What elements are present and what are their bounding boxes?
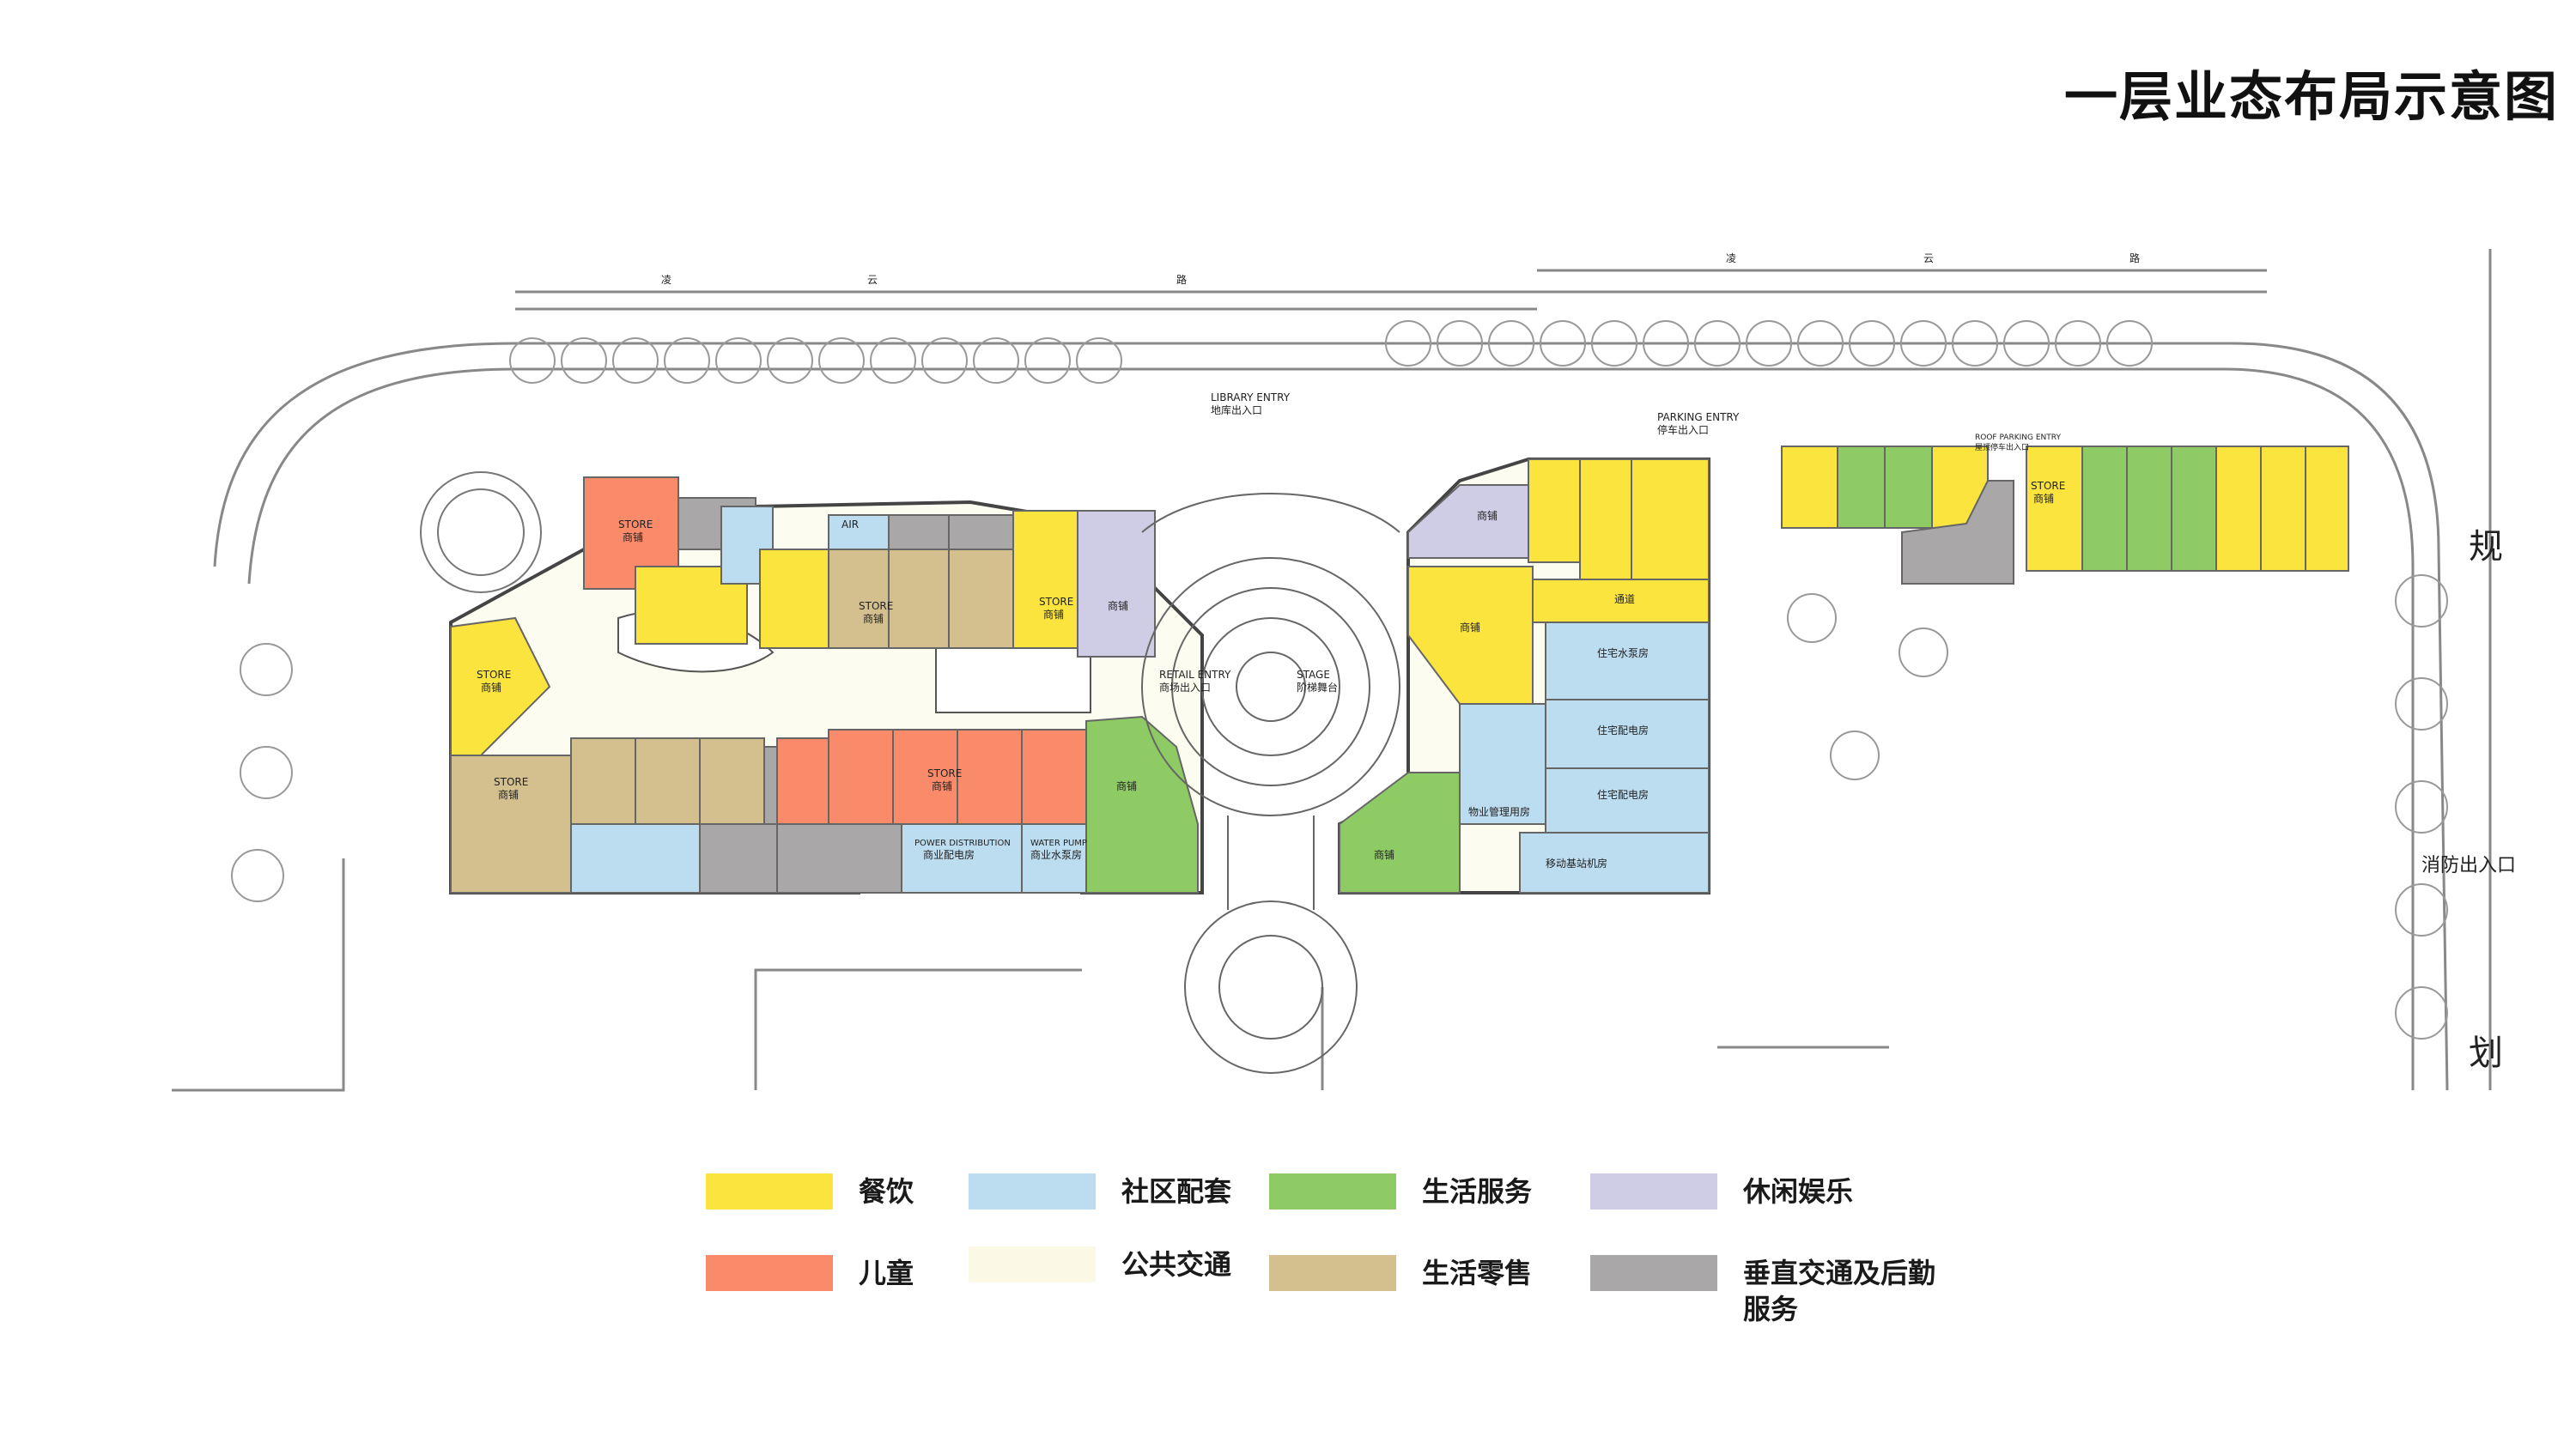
store-label-4: STORE [1039,596,1073,608]
mobile-label: 移动基站机房 [1546,857,1607,870]
legend-label-life-service: 生活服务 [1422,1175,1533,1208]
legend-label-children: 儿童 [859,1257,914,1289]
legend-swatch-vertical-logistics [1590,1255,1717,1291]
retail-entry-cn: 商场出入口 [1159,681,1211,694]
shop-label-3: 商铺 [498,788,519,801]
side-char-2: 划 [2469,1034,2503,1073]
page-title: 一层业态布局示意图 [2063,65,2559,128]
road-char-6: 路 [2129,252,2140,264]
legend-item-vertical-logistics: 垂直交通及后勤服务 [1590,1255,1951,1327]
shop-label-9: 商铺 [1477,509,1498,522]
shop-label-east: 商铺 [2033,492,2054,505]
retail-entry-label: RETAIL ENTRY [1159,669,1231,681]
store-label-3: STORE [494,776,528,788]
legend-item-catering: 餐饮 [706,1173,914,1210]
water-label: WATER PUMP [1030,839,1087,848]
legend-item-leisure: 休闲娱乐 [1590,1173,1853,1210]
legend-item-public-traffic: 公共交通 [969,1246,1231,1282]
water-cn: 商业水泵房 [1030,848,1082,861]
air-label: AIR [841,518,859,530]
legend-swatch-community [969,1173,1096,1210]
legend-item-community: 社区配套 [969,1173,1231,1210]
atrium-void-2 [935,647,1091,713]
library-entry-label: LIBRARY ENTRY [1211,391,1291,403]
roof-parking-entry-label: ROOF PARKING ENTRY [1975,433,2061,442]
shop-label-7: 商铺 [1108,599,1128,612]
res-water-label: 住宅水泵房 [1597,646,1649,659]
shop-label-4: 商铺 [1043,608,1064,621]
legend-label-leisure: 休闲娱乐 [1743,1175,1854,1208]
legend-label-catering: 餐饮 [859,1175,914,1208]
shop-label-1: 商铺 [623,530,643,543]
legend-item-life-retail: 生活零售 [1269,1255,1532,1291]
fire-entry-label: 消防出入口 [2421,855,2516,876]
road-char-5: 云 [1923,252,1934,264]
legend-label-vertical-logistics: 垂直交通及后勤服务 [1743,1257,1936,1325]
power-label: POWER DISTRIBUTION [914,839,1011,848]
tree-row [231,320,2448,1040]
legend-item-life-service: 生活服务 [1269,1173,1532,1210]
road-char-1: 凌 [661,274,671,286]
shop-label-5: 商铺 [863,612,884,625]
stage-cn: 阶梯舞台 [1297,681,1338,694]
passage-label: 通道 [1614,593,1635,605]
legend-swatch-leisure [1590,1173,1717,1210]
shop-label-2: 商铺 [481,681,501,694]
property-label: 物业管理用房 [1468,805,1530,818]
legend-swatch-children [706,1255,833,1291]
power-cn: 商业配电房 [923,848,975,861]
shop-label-10: 商铺 [1460,621,1480,634]
parking-entry-cn: 停车出入口 [1657,423,1709,436]
side-char-1: 规 [2469,527,2503,567]
legend-swatch-catering [706,1173,833,1210]
legend-swatch-life-service [1269,1173,1396,1210]
parking-entry-label: PARKING ENTRY [1657,411,1740,423]
stage-label: STAGE [1297,669,1330,681]
legend-label-public-traffic: 公共交通 [1121,1248,1232,1281]
road-char-3: 路 [1176,273,1187,286]
library-entry-cn: 地库出入口 [1211,403,1262,416]
west-top-units [583,476,1156,658]
roof-parking-entry-cn: 屋顶停车出入口 [1975,442,2029,452]
east-strip-units [1781,446,2349,585]
shop-label-11: 商铺 [1374,848,1394,861]
store-label-east: STORE [2031,480,2065,492]
legend-label-community: 社区配套 [1121,1175,1232,1208]
legend-swatch-life-retail [1269,1255,1396,1291]
road-char-2: 云 [867,274,878,286]
res-power2-label: 住宅配电房 [1597,788,1649,801]
shop-label-8: 商铺 [1116,779,1137,792]
west-bottom-units [450,616,1199,894]
store-label-5: STORE [859,600,893,612]
east-units [1339,458,1710,894]
res-power-label: 住宅配电房 [1597,724,1649,737]
central-plaza [1141,493,1400,1074]
round-plaza-left [420,471,542,593]
plan-labels: 凌 云 路 凌 云 路 LIBRARY ENTRY 地库出入口 PARKING … [477,252,2516,1073]
store-label-6: STORE [927,767,962,779]
legend-label-life-retail: 生活零售 [1422,1257,1533,1289]
store-label-2: STORE [477,669,511,681]
road-char-4: 凌 [1726,252,1736,264]
road-lines [172,249,2492,1092]
legend-swatch-public-traffic [969,1246,1096,1282]
store-label-1: STORE [618,518,653,530]
shop-label-6: 商铺 [932,779,952,792]
legend-item-children: 儿童 [706,1255,914,1291]
